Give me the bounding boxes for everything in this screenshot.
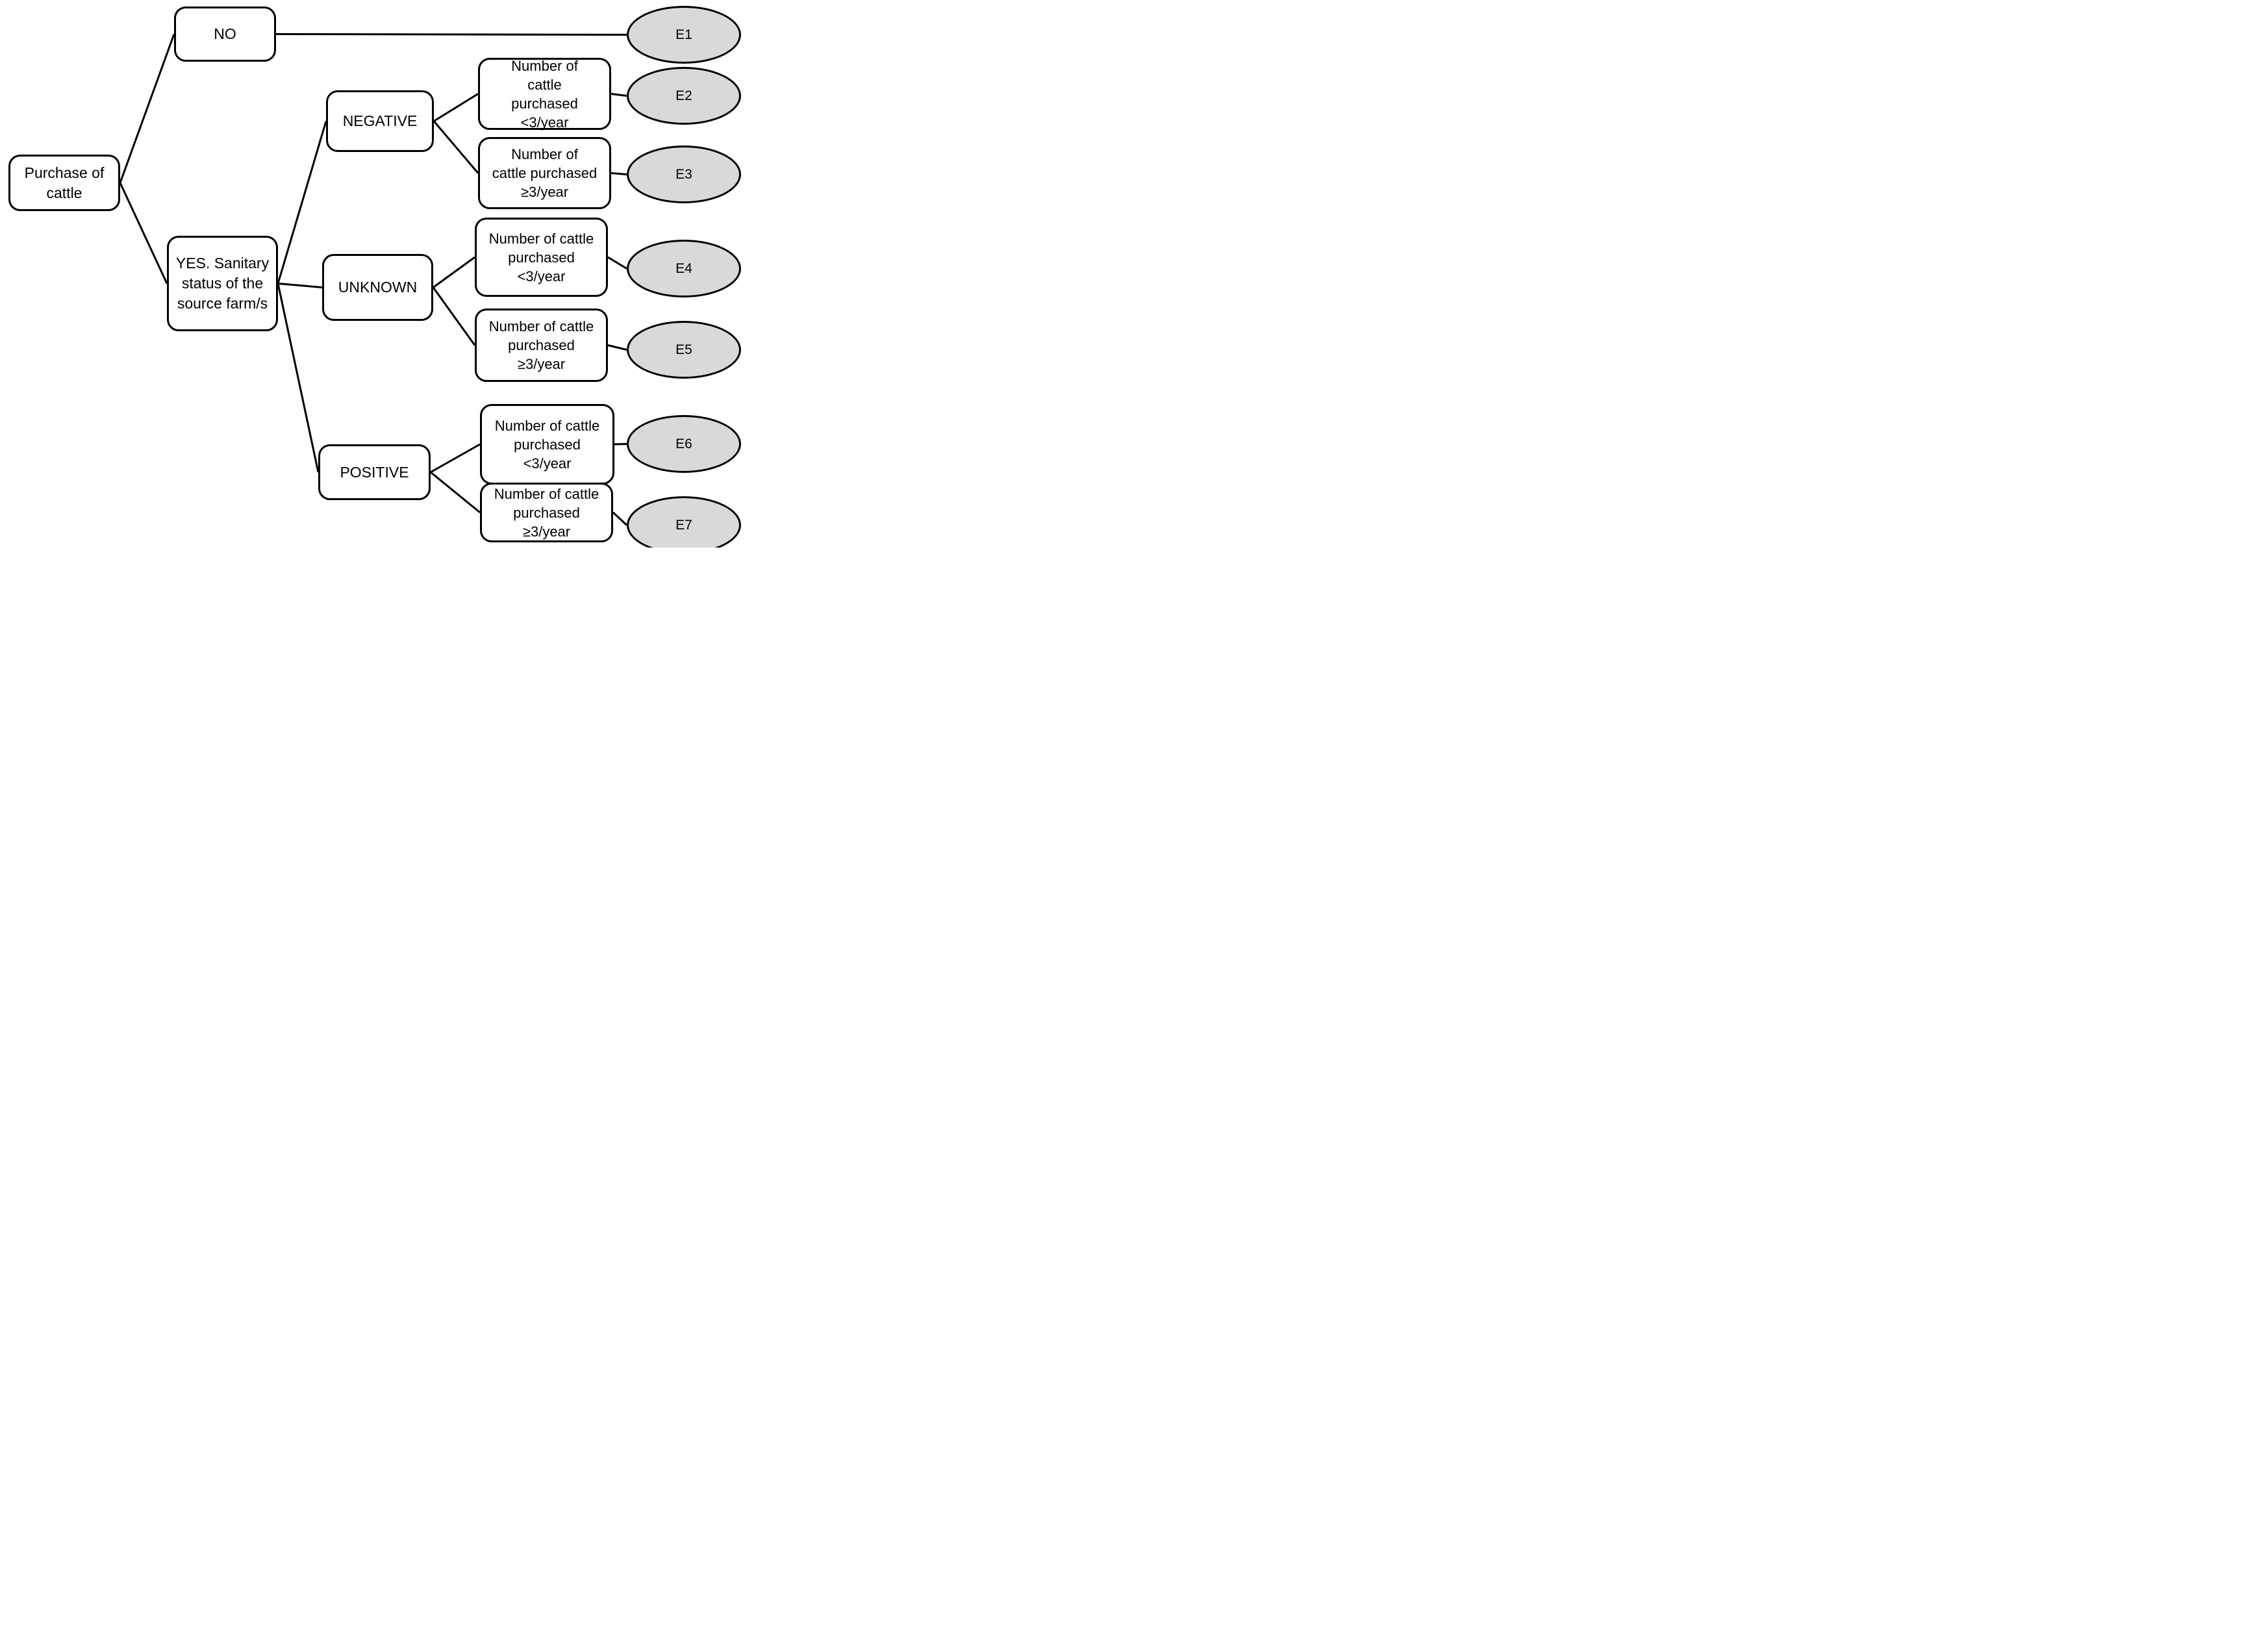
edge-positive-pos_ge3 [430, 471, 481, 514]
node-positive-purchased-lt3-per-year: Number of cattle purchased <3/year [480, 404, 614, 485]
edge-unknown-unk_lt3 [433, 256, 475, 288]
edge-pos_lt3-e6 [614, 443, 627, 446]
decision-tree-canvas: Purchase of cattle NO YES. Sanitary stat… [0, 0, 756, 548]
edge-negative-neg_ge3 [433, 120, 479, 174]
node-unknown-purchased-ge3-per-year: Number of cattle purchased ≥3/year [475, 309, 608, 382]
edge-root-no [119, 33, 175, 184]
terminal-label: E5 [675, 342, 692, 357]
terminal-e6: E6 [627, 415, 741, 473]
node-label: Number of cattle purchased ≥3/year [488, 318, 594, 372]
terminal-label: E4 [675, 260, 692, 276]
node-no: NO [174, 6, 276, 62]
terminal-e4: E4 [627, 240, 741, 297]
node-label: Number of cattle purchased <3/year [488, 230, 594, 284]
edge-positive-pos_lt3 [430, 443, 481, 474]
edge-neg_ge3-e3 [611, 172, 627, 175]
node-unknown: UNKNOWN [322, 254, 433, 321]
node-label: Number of cattle purchased <3/year [494, 417, 600, 472]
edge-unknown-unk_ge3 [432, 286, 476, 346]
edge-negative-neg_lt3 [433, 93, 479, 122]
node-label: UNKNOWN [338, 279, 418, 296]
terminal-e5: E5 [627, 321, 741, 379]
node-label: NEGATIVE [342, 112, 418, 129]
edge-yes-positive [277, 283, 320, 473]
node-label: Number of cattle purchased ≥3/year [494, 485, 599, 540]
node-positive: POSITIVE [318, 444, 431, 500]
edge-no-e1 [275, 33, 627, 36]
terminal-e1: E1 [627, 6, 741, 64]
edge-yes-negative [277, 121, 327, 284]
edge-pos_ge3-e7 [612, 511, 628, 526]
node-negative: NEGATIVE [326, 90, 434, 152]
node-yes-sanitary-status: YES. Sanitary status of the source farm/… [167, 236, 278, 331]
terminal-label: E1 [675, 27, 692, 42]
terminal-e3: E3 [627, 145, 741, 203]
edge-root-yes [119, 182, 168, 284]
node-label: YES. Sanitary status of the source farm/… [175, 255, 270, 312]
node-label: POSITIVE [340, 463, 409, 481]
node-negative-purchased-ge3-per-year: Number of cattle purchased ≥3/year [478, 137, 611, 209]
node-purchase-of-cattle: Purchase of cattle [8, 155, 120, 211]
node-unknown-purchased-lt3-per-year: Number of cattle purchased <3/year [475, 218, 608, 297]
terminal-label: E2 [675, 88, 692, 103]
edge-yes-unknown [277, 283, 323, 288]
node-label: NO [214, 25, 236, 42]
edge-unk_lt3-e4 [607, 256, 627, 270]
terminal-e2: E2 [627, 67, 741, 125]
node-label: Number of cattle purchased <3/year [511, 57, 578, 131]
terminal-label: E7 [675, 517, 692, 533]
terminal-label: E3 [675, 166, 692, 182]
node-label: Number of cattle purchased ≥3/year [492, 146, 598, 200]
node-negative-purchased-lt3-per-year: Number of cattle purchased <3/year [478, 57, 611, 131]
terminal-label: E6 [675, 436, 692, 451]
edge-neg_lt3-e2 [611, 93, 627, 97]
node-label: Purchase of cattle [24, 164, 105, 201]
edge-unk_ge3-e5 [607, 344, 627, 351]
terminal-e7: E7 [627, 496, 741, 548]
node-positive-purchased-ge3-per-year: Number of cattle purchased ≥3/year [480, 483, 613, 542]
